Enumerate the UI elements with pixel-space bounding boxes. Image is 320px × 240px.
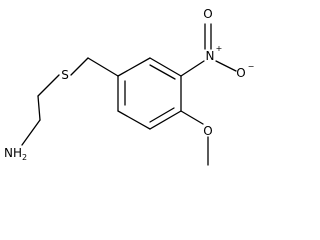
ring-bond-4 (149, 110, 182, 130)
chemical-structure: S N + O O − O NH2 (4, 7, 255, 166)
nitro-oxygen-right-label: O (236, 66, 245, 80)
amine-nitrogen-text: NH (4, 146, 22, 160)
nitro-nitrogen-label: N (206, 49, 215, 63)
methoxy-oxygen-label: O (203, 124, 212, 138)
ring-bond-5 (117, 110, 151, 130)
nitro-oxygen-right-charge: − (248, 62, 255, 71)
bond-sulfur-methylene (70, 57, 89, 76)
bond-ethyl-ethyl (37, 95, 41, 121)
ring-bond-2 (149, 57, 182, 77)
amine-subscript: 2 (22, 153, 27, 162)
bond-ring-methoxy-oxygen (180, 110, 204, 125)
bond-ethyl-sulfur (37, 74, 60, 97)
bond-nitro-oxygen-right (215, 60, 237, 72)
ring-bond-1 (117, 57, 151, 77)
bond-ring-nitro (180, 60, 205, 77)
amine-label: NH2 (4, 146, 27, 162)
bond-methylene-ring (87, 57, 119, 77)
ring-double-bond-a (149, 64, 176, 80)
nitro-nitrogen-charge: + (216, 44, 223, 53)
nitro-oxygen-top-label: O (203, 7, 212, 21)
sulfur-atom-label: S (61, 68, 69, 82)
bond-amine-ethyl (21, 119, 41, 146)
ring-double-bond-b (149, 107, 175, 123)
